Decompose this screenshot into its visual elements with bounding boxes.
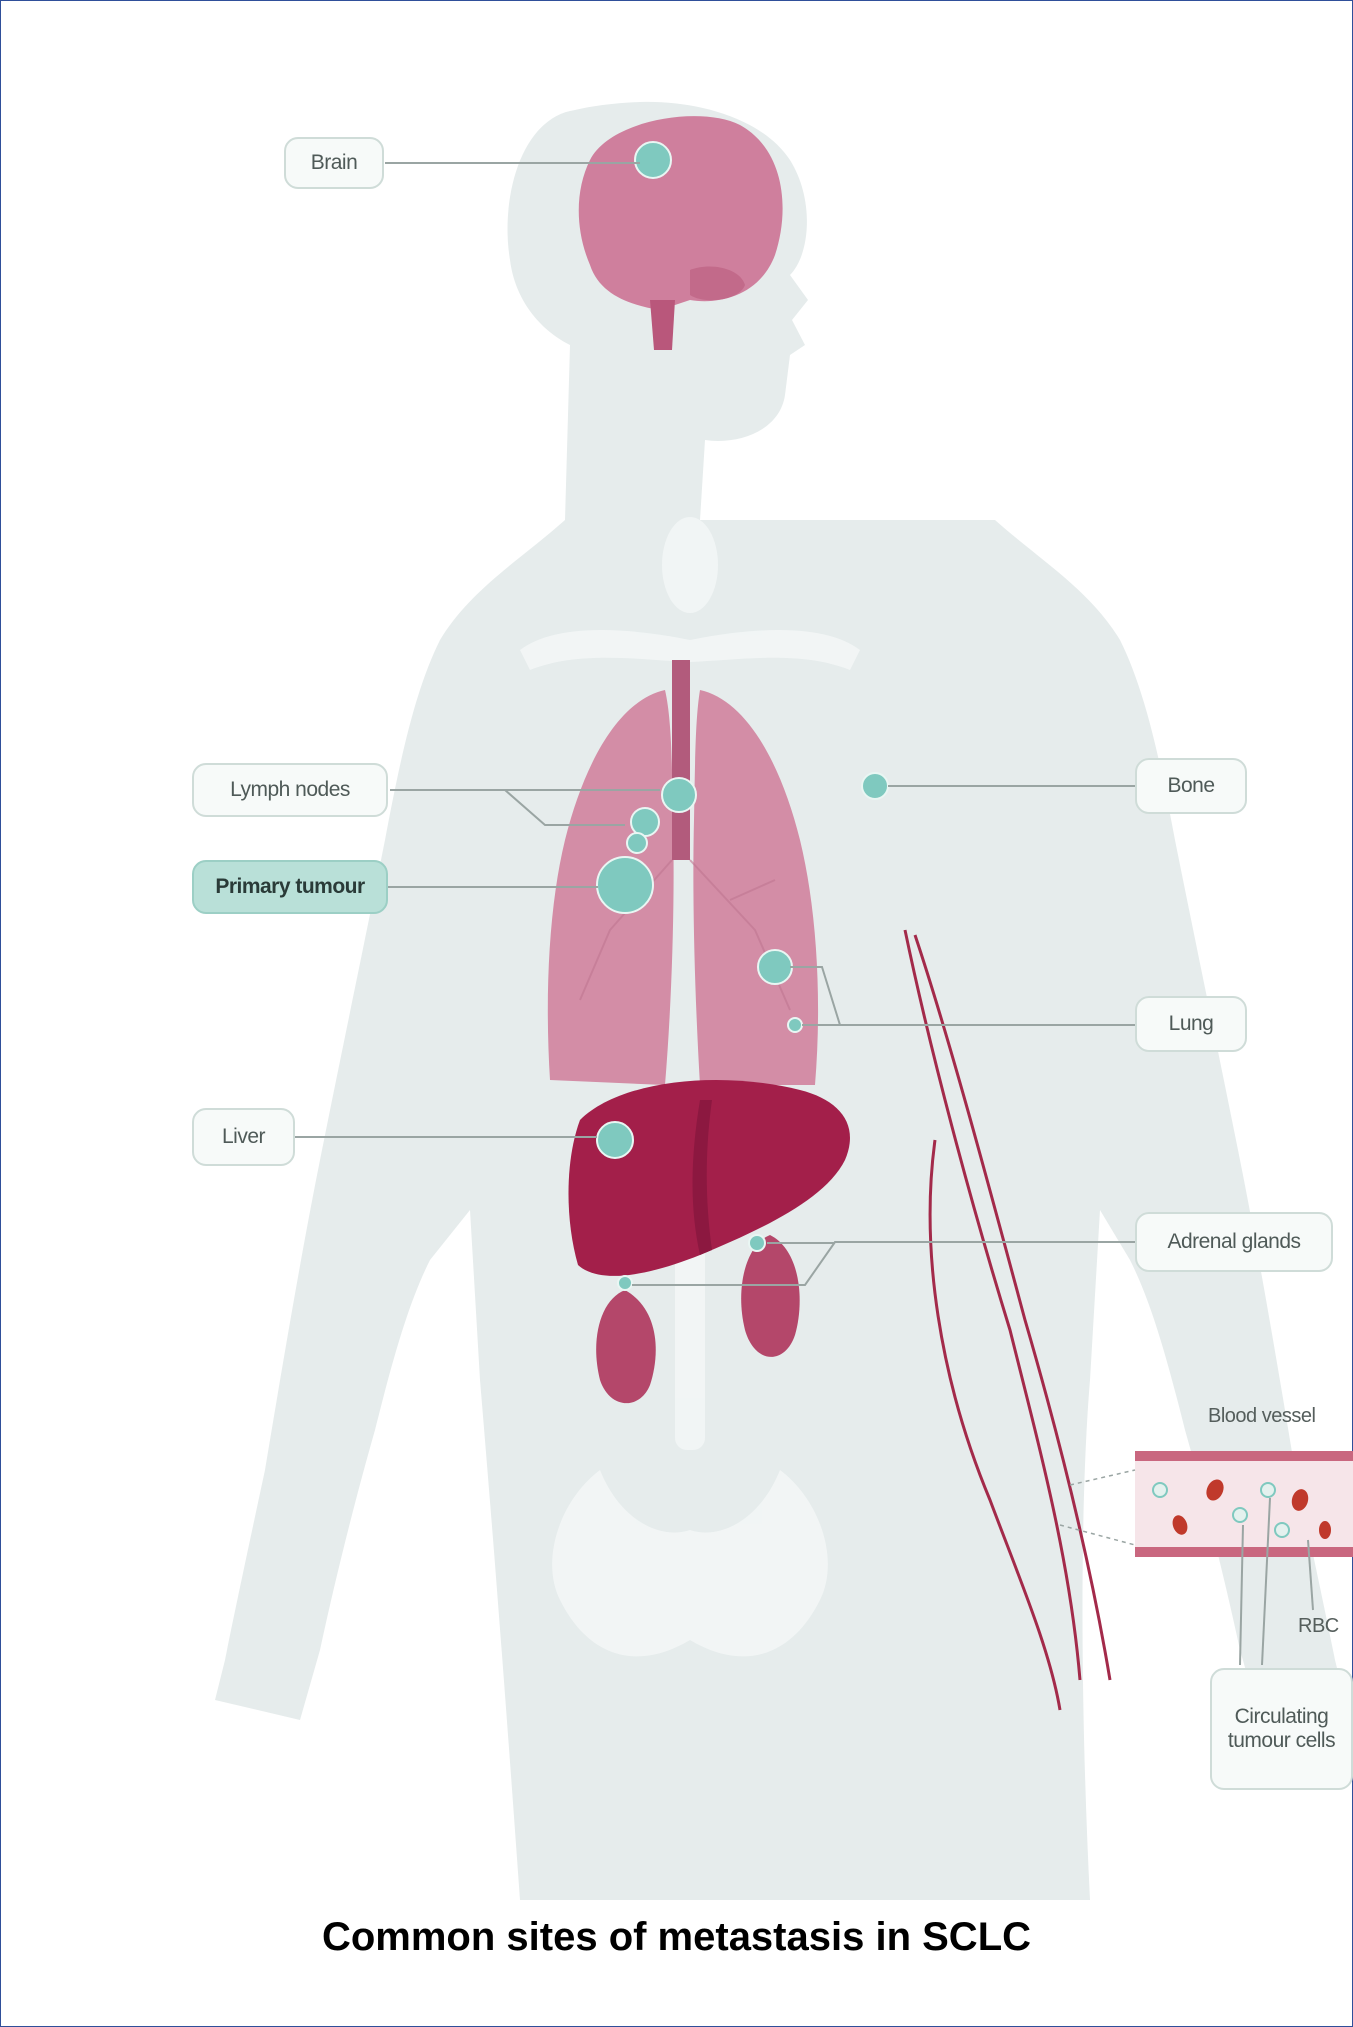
brain-label: Brain — [284, 137, 384, 189]
blood-vessel-label: Blood vessel — [1208, 1405, 1348, 1428]
lymph-node-tumour-3 — [627, 833, 647, 853]
lymph-nodes-label: Lymph nodes — [192, 763, 388, 817]
primary-tumour-label: Primary tumour — [192, 860, 388, 914]
trachea — [672, 660, 690, 860]
adrenal-tumour-2 — [618, 1276, 632, 1290]
figure-caption: Common sites of metastasis in SCLC — [0, 1915, 1353, 1960]
circulating-tumour-cells-line2: tumour cells — [1228, 1729, 1335, 1753]
lymph-node-tumour-2 — [631, 808, 659, 836]
liver-tumour — [597, 1122, 633, 1158]
adrenal-tumour-1 — [749, 1235, 765, 1251]
lymph-node-tumour-1 — [662, 778, 696, 812]
circulating-tumour-cells-label: Circulating tumour cells — [1210, 1668, 1353, 1790]
bone-tumour — [862, 773, 888, 799]
adrenal-glands-label: Adrenal glands — [1135, 1212, 1333, 1272]
lung-label: Lung — [1135, 996, 1247, 1052]
primary-tumour — [597, 857, 653, 913]
rbc-label: RBC — [1298, 1615, 1348, 1638]
liver-label: Liver — [192, 1108, 295, 1166]
lung-tumour-1 — [758, 950, 792, 984]
circulating-tumour-cells-line1: Circulating — [1235, 1705, 1329, 1729]
lung-tumour-2 — [788, 1018, 802, 1032]
brain-tumour — [635, 142, 671, 178]
bone-label: Bone — [1135, 758, 1247, 814]
